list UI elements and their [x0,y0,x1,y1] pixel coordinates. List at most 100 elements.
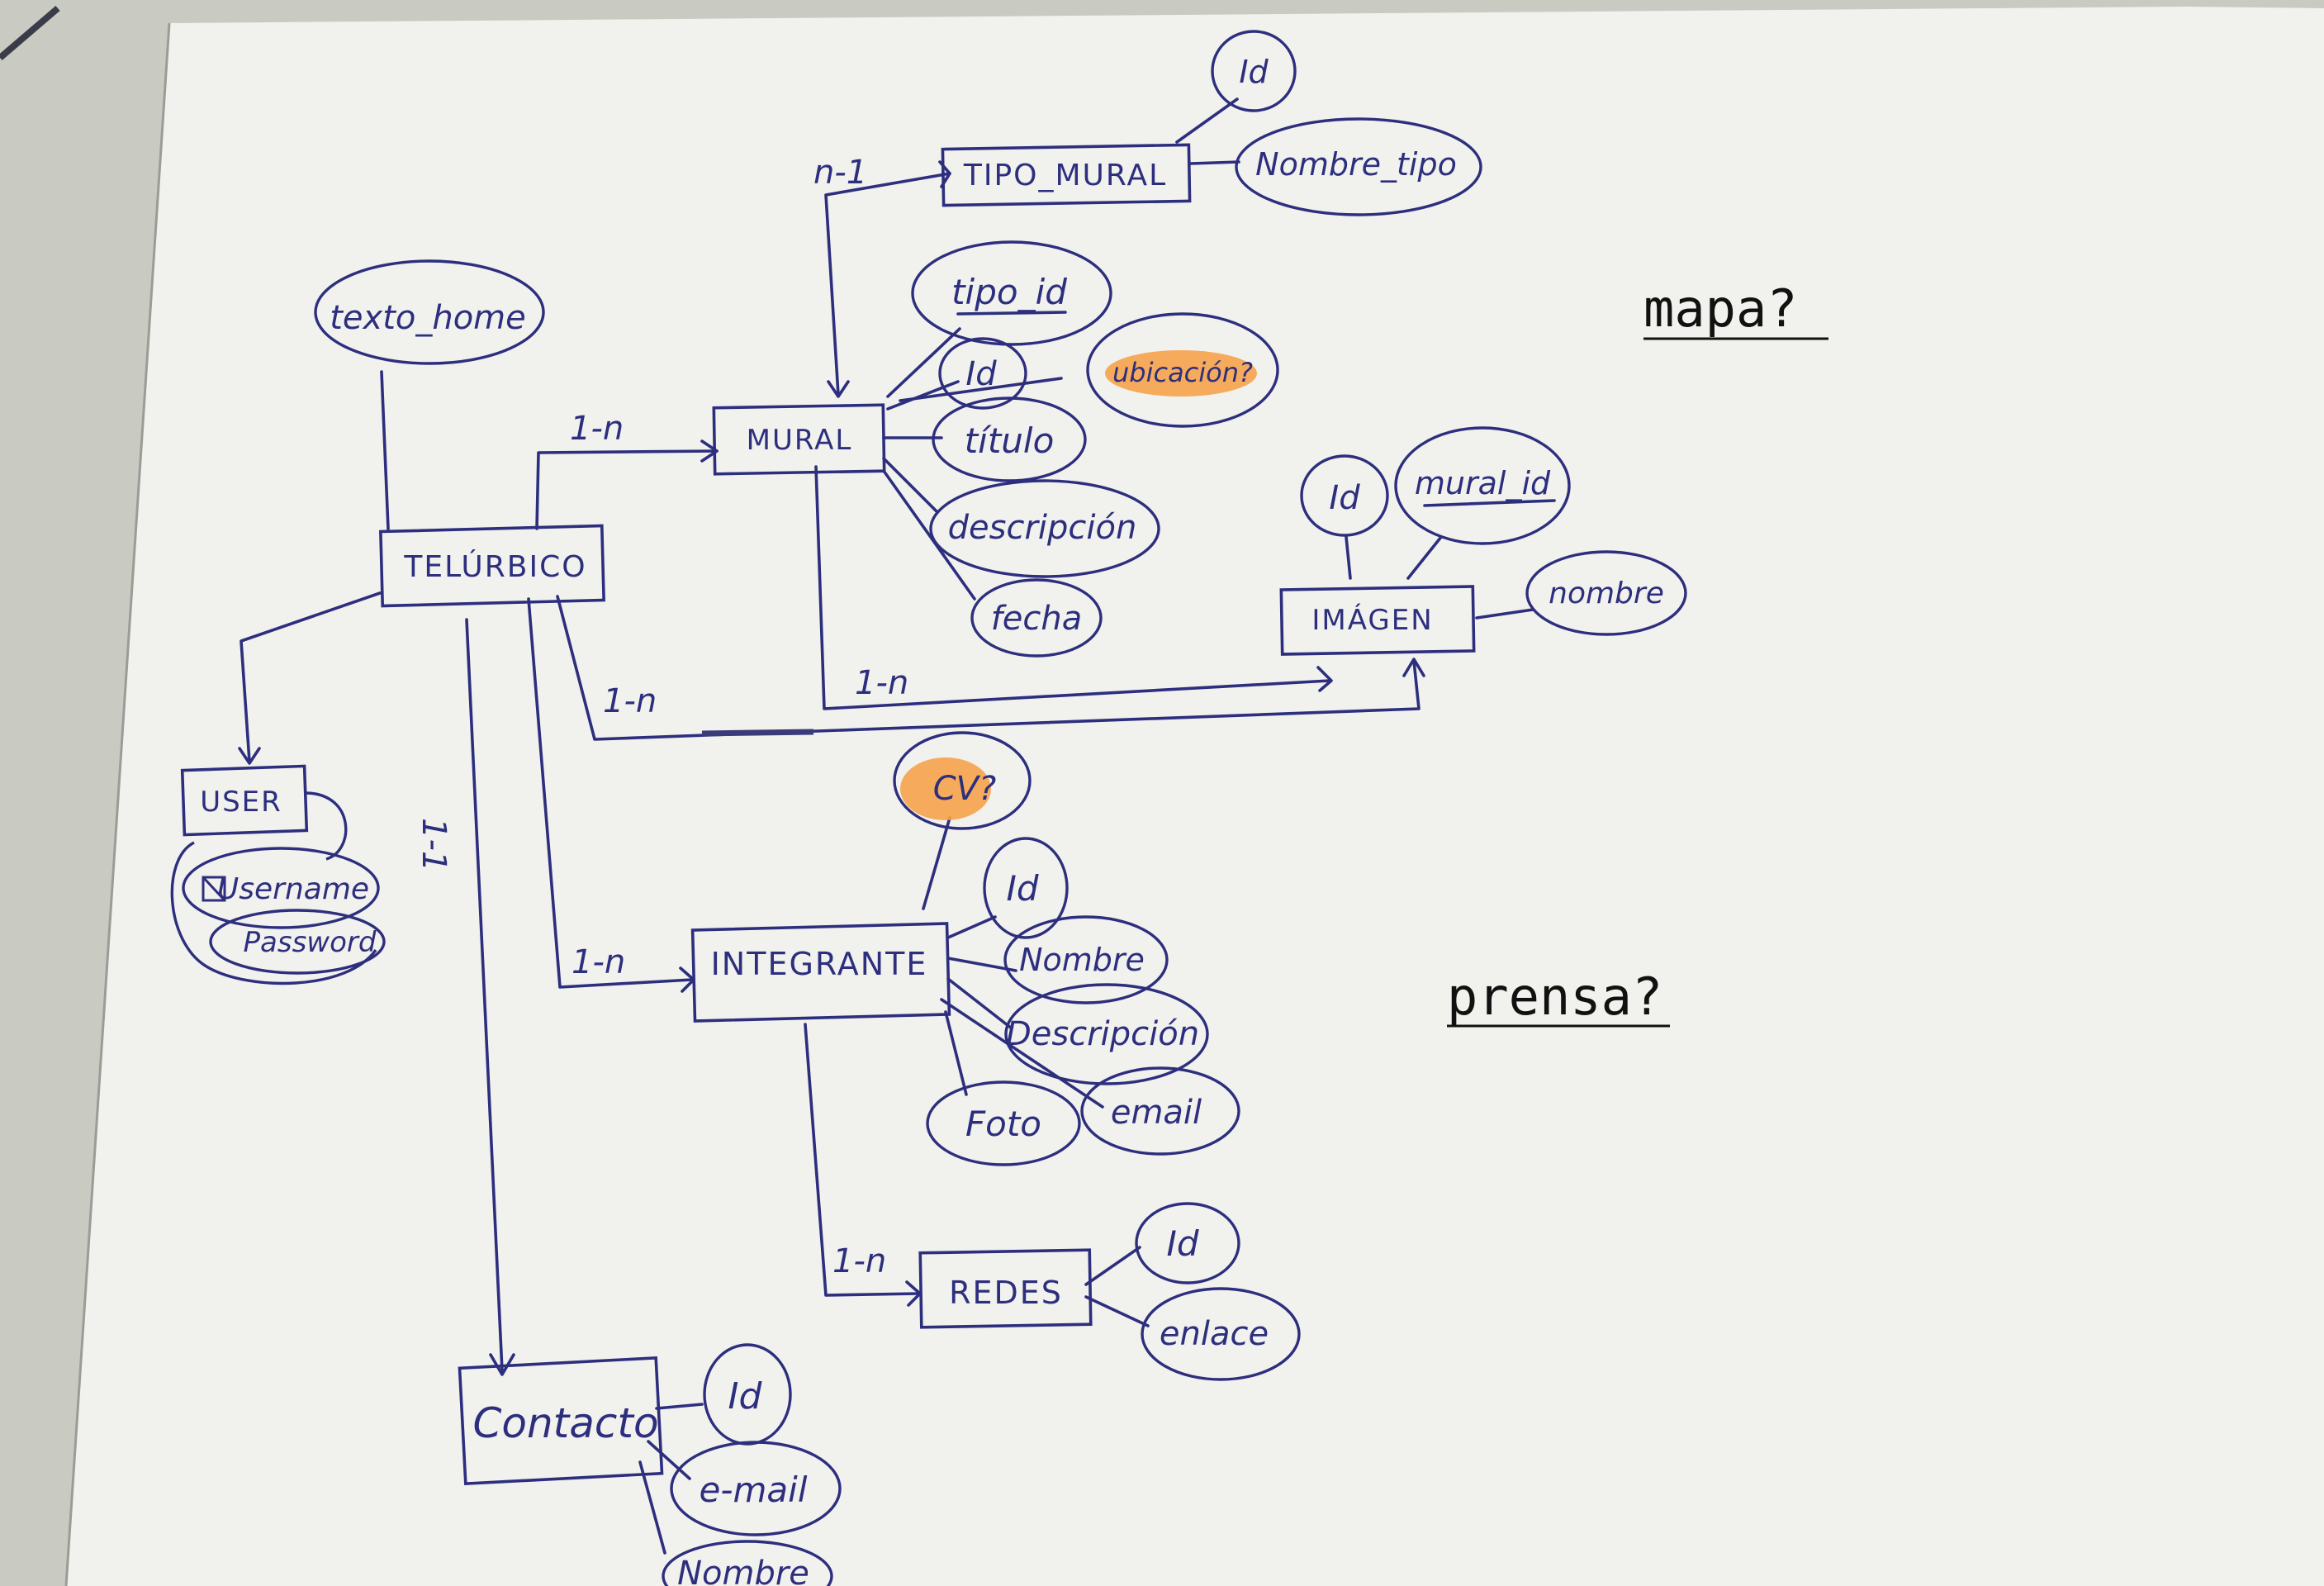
entity-integrante: INTEGRANTE [690,922,951,1023]
entity-contacto: Contacto [458,1356,664,1486]
attribute-ellipse [209,909,386,975]
arrowhead-user [238,747,261,765]
line-telurbico-integrante [527,597,694,989]
attribute-ellipse [182,847,380,929]
entity-label: REDES [949,1275,1063,1311]
connectors [238,97,1534,1555]
cardinality-telurbico-integrante: 1-n [572,943,625,981]
attribute-tipo-mural-id: Id [1211,30,1297,112]
attribute-fecha: fecha [970,578,1103,658]
attribute-ellipse [1135,1202,1240,1284]
entity-label: INTEGRANTE [711,946,928,982]
note-prensa: prensa? [1447,966,1662,1027]
attribute-ellipse [1525,550,1687,636]
attribute-ubicacion: ubicación? [1086,312,1279,428]
attribute-imagen-id: Id [1300,454,1389,537]
attribute-label: texto_home [330,299,526,337]
entity-label: IMÁGEN [1311,603,1433,637]
attribute-ellipse [1141,1287,1301,1381]
line-telurbico-user [240,591,382,763]
cardinality-integrante-redes: 1-n [832,1242,886,1280]
paper-sheet [66,7,2324,1586]
spoke-descripcion [882,457,939,514]
cardinality-telurbico-mural: 1-n [570,410,624,448]
attribute-mural-tipo-id: tipo_id [911,240,1112,346]
attribute-imagen-nombre: nombre [1525,550,1687,636]
attribute-foto: Foto [926,1080,1081,1166]
attribute-ellipse [970,578,1103,658]
key-underline [956,311,1067,316]
entity-tipo-mural: TIPO_MURAL [941,143,1192,207]
attribute-integrante-email: email [1080,1066,1240,1156]
attribute-label: Id [1239,54,1269,90]
attribute-label: enlace [1160,1315,1269,1353]
spoke-foto [944,1010,968,1096]
attribute-password: Password [209,909,386,975]
entity-redes: REDES [918,1248,1093,1329]
spoke-nombre-tipo [1189,160,1240,165]
attribute-contacto-email: e-mail [670,1441,842,1536]
line-mural-tipo [824,172,951,396]
entity-label: TIPO_MURAL [963,159,1167,192]
attribute-ellipse [1086,312,1279,428]
attribute-label: nombre [1549,577,1664,610]
spoke-ubicacion [899,377,1063,402]
entity-user: USER [180,764,309,837]
attribute-label: Id [1166,1223,1198,1264]
attribute-label: Id [728,1375,763,1417]
attribute-ellipse [983,837,1069,939]
attribute-label: ubicación? [1112,357,1253,388]
line-telurbico-imagen [556,595,1420,741]
attribute-label: descripción [948,509,1137,547]
spoke-contacto-nombre [638,1460,666,1555]
entity-box [712,403,886,476]
arrowhead-imagen-a [1316,666,1333,692]
attribute-ellipse [1394,426,1571,545]
attribute-ellipse [932,396,1087,482]
thick-stroke [701,729,814,737]
entity-imagen: IMÁGEN [1279,585,1476,656]
attribute-descripcion: descripción [929,479,1160,578]
pen-mark [0,5,60,61]
attribute-ellipse [893,731,1032,830]
attribute-contacto-id: Id [703,1343,792,1446]
attribute-label: e-mail [700,1470,808,1510]
scribble-mark [202,876,226,902]
entity-box [918,1248,1093,1329]
entity-box [458,1356,664,1486]
cardinality-telurbico-imagen: 1-n [603,682,657,720]
key-underline [1423,499,1556,507]
entity-box [379,524,605,608]
attribute-label: Nombre [677,1555,809,1586]
attribute-ellipse [1235,117,1482,216]
attribute-label: CV? [933,770,997,808]
attribute-texto-home: texto_home [314,259,545,365]
spoke-email [940,998,1104,1109]
spoke-nombre [946,957,1017,972]
cardinality-mural-tipo: n-1 [813,154,867,192]
attribute-ellipse [1300,454,1389,537]
attribute-enlace: enlace [1141,1287,1301,1381]
entity-box [941,143,1192,207]
attribute-ellipse [929,479,1160,578]
attribute-ellipse [926,1080,1081,1166]
attribute-imagen-mural-id: mural_id [1394,426,1571,545]
attribute-ellipse [670,1441,842,1536]
attribute-label: Nombre [1019,942,1145,978]
attribute-contacto-nombre: Nombre [662,1540,833,1586]
spoke-descripcion-int [946,977,1013,1030]
line-texto-home [380,370,390,530]
arrowhead-mural [700,439,719,463]
attribute-label: Id [1329,479,1360,517]
highlight-ubicacion [1105,350,1257,396]
spoke-redes-id [1084,1246,1141,1286]
attribute-label: email [1111,1094,1202,1132]
attribute-label: mural_id [1415,465,1551,501]
spoke-tipo-id [1175,97,1239,144]
entity-mural: MURAL [712,403,886,476]
spoke-imagen-id [1345,535,1352,580]
spoke-mural-id-img [1406,535,1443,580]
arrowhead-mural-tipo [827,380,850,398]
attribute-label: Id [1006,868,1038,909]
